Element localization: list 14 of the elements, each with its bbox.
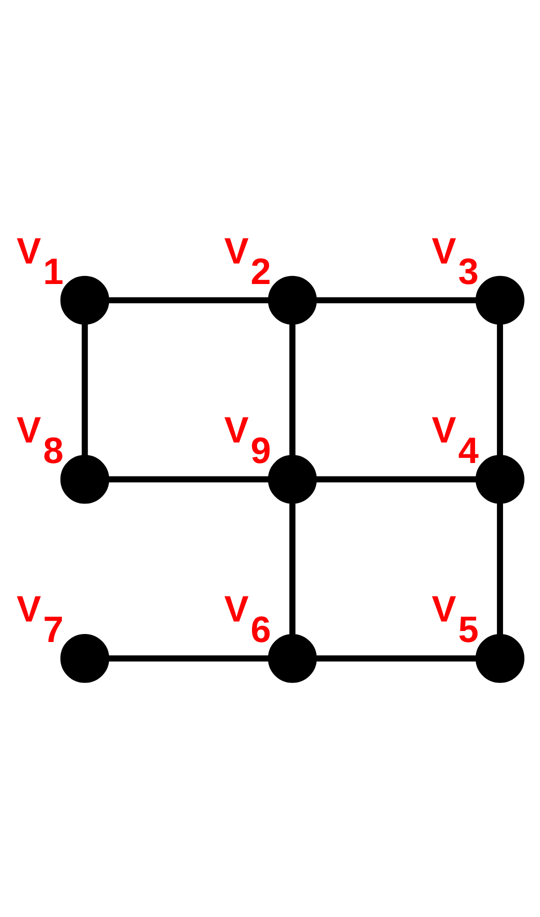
connector	[82, 323, 88, 456]
connector	[496, 323, 504, 456]
connector	[108, 476, 269, 482]
connector	[496, 502, 504, 634]
connector	[289, 502, 296, 634]
node-circle	[476, 275, 524, 324]
connector	[316, 654, 476, 661]
node-circle	[268, 275, 317, 324]
connector	[108, 296, 269, 303]
node-circle	[60, 634, 110, 682]
connector	[289, 323, 296, 456]
connector	[108, 654, 269, 661]
connector	[316, 296, 476, 303]
connector	[316, 476, 476, 482]
